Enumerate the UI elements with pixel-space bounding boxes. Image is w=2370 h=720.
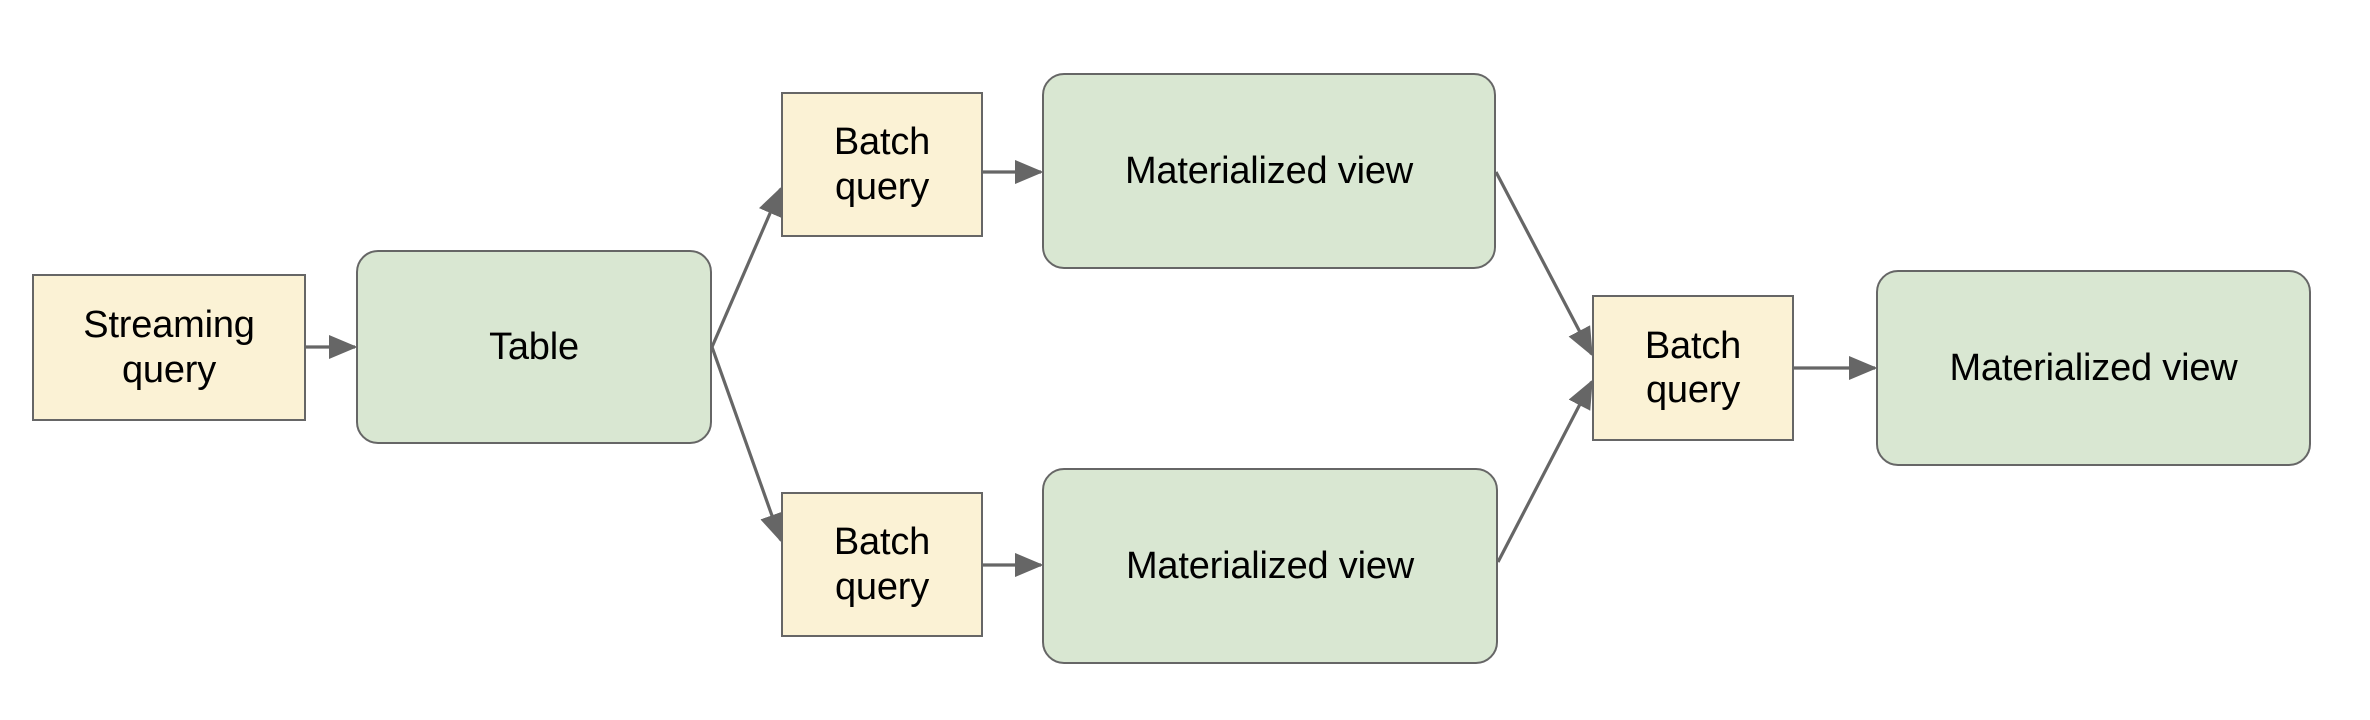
node-batch-query-top[interactable]: Batch query xyxy=(781,92,983,237)
node-batch-query-merge-label: Batch query xyxy=(1644,324,1742,411)
edge-table-to-batch-query-bottom xyxy=(710,346,784,543)
node-materialized-view-bottom[interactable]: Materialized view xyxy=(1042,468,1498,664)
node-materialized-view-top[interactable]: Materialized view xyxy=(1042,73,1496,269)
node-materialized-view-final[interactable]: Materialized view xyxy=(1876,270,2311,466)
node-batch-query-bottom[interactable]: Batch query xyxy=(781,492,983,637)
node-batch-query-bottom-label: Batch query xyxy=(833,521,931,608)
edge-materialized-view-top-to-batch-query-merge xyxy=(1494,171,1593,357)
node-materialized-view-final-label: Materialized view xyxy=(1949,346,2238,389)
node-batch-query-merge[interactable]: Batch query xyxy=(1592,295,1794,441)
node-materialized-view-top-label: Materialized view xyxy=(1124,149,1414,192)
edge-table-to-batch-query-top xyxy=(710,186,783,348)
node-table[interactable]: Table xyxy=(356,250,712,444)
node-batch-query-top-label: Batch query xyxy=(833,121,931,208)
node-streaming-query[interactable]: Streaming query xyxy=(32,274,306,421)
node-table-label: Table xyxy=(489,325,579,368)
edge-materialized-view-bottom-to-batch-query-merge xyxy=(1496,379,1593,563)
node-streaming-query-label: Streaming query xyxy=(83,304,255,391)
node-materialized-view-bottom-label: Materialized view xyxy=(1125,544,1415,587)
